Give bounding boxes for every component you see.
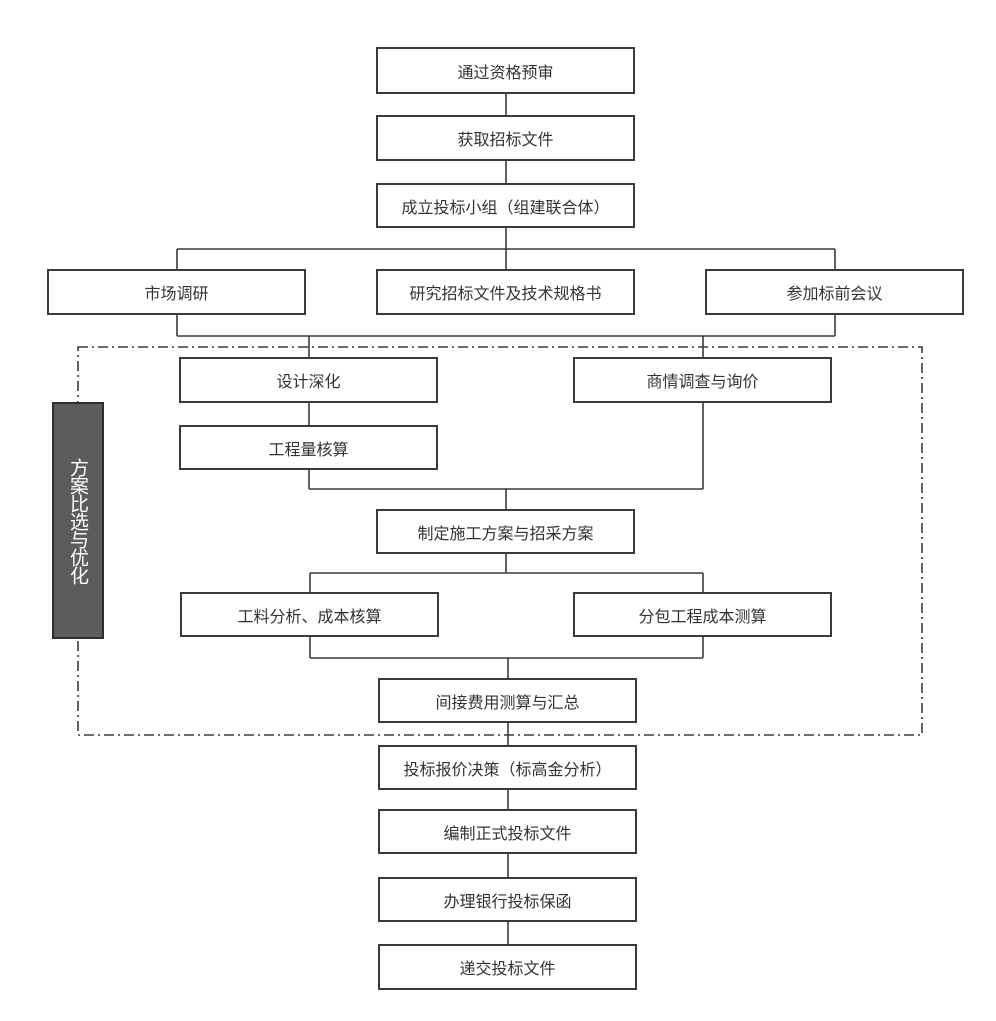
step-price-survey: 商情调查与询价 — [573, 357, 832, 403]
step-form-team: 成立投标小组（组建联合体） — [376, 183, 635, 228]
optimization-side-label: 方案比选与优化 — [52, 402, 104, 639]
step-bank-guarantee: 办理银行投标保函 — [378, 877, 637, 922]
step-subcontract-cost: 分包工程成本测算 — [573, 592, 832, 637]
step-material-analysis: 工料分析、成本核算 — [180, 592, 439, 637]
step-indirect-cost: 间接费用测算与汇总 — [378, 678, 637, 723]
step-prepare-formal: 编制正式投标文件 — [378, 809, 637, 854]
step-design-deepen: 设计深化 — [179, 357, 438, 403]
step-prequalify: 通过资格预审 — [376, 47, 635, 94]
step-bid-decision: 投标报价决策（标高金分析） — [378, 745, 637, 790]
step-submit: 递交投标文件 — [378, 944, 637, 990]
step-study-docs: 研究招标文件及技术规格书 — [376, 269, 635, 315]
step-pre-bid-meeting: 参加标前会议 — [705, 269, 964, 315]
step-construction-plan: 制定施工方案与招采方案 — [376, 509, 635, 554]
step-quantity-check: 工程量核算 — [179, 425, 438, 470]
step-market-research: 市场调研 — [47, 269, 306, 315]
step-obtain-docs: 获取招标文件 — [376, 115, 635, 161]
